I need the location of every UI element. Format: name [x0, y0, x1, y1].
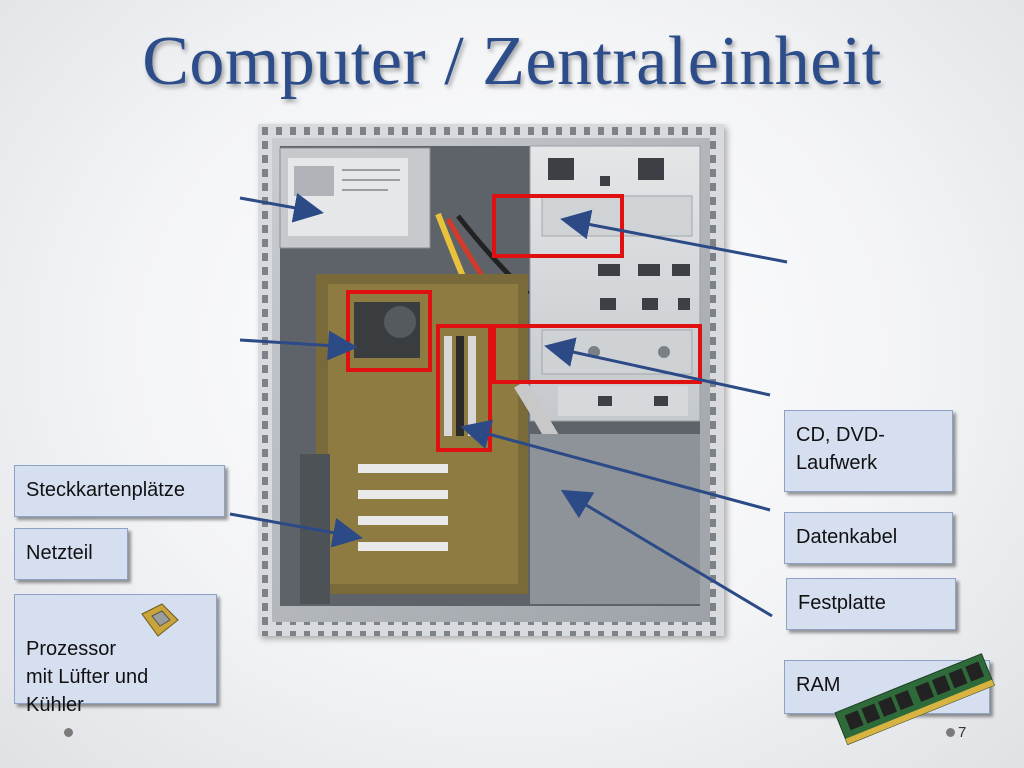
- computer-case-photo: [258, 124, 724, 636]
- label-festplatte: Festplatte: [786, 578, 956, 630]
- slide-title: Computer / Zentraleinheit: [142, 23, 882, 100]
- nav-dot-left: [64, 728, 73, 737]
- nav-dot-right: [946, 728, 955, 737]
- label-cd-dvd-laufwerk: CD, DVD- Laufwerk: [784, 410, 953, 492]
- ram-module-icon: [834, 653, 995, 746]
- label-netzteil: Netzteil: [14, 528, 128, 580]
- processor-chip-icon: [141, 603, 179, 637]
- label-steckkartenplaetze: Steckkartenplätze: [14, 465, 225, 517]
- page-number: 7: [958, 724, 967, 741]
- label-prozessor: Prozessor mit Lüfter und Kühler: [14, 594, 217, 716]
- label-prozessor-text: Prozessor mit Lüfter und Kühler: [26, 638, 149, 716]
- label-datenkabel: Datenkabel: [784, 512, 953, 564]
